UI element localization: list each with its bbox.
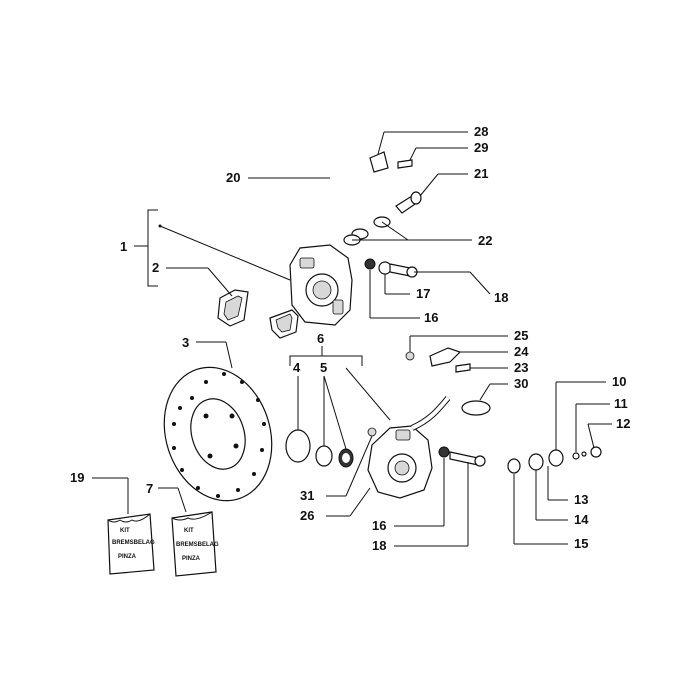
lower-caliper-assembly	[285, 347, 491, 499]
kit-left-line2: BREMSBELAG	[112, 540, 155, 546]
part-11	[581, 451, 587, 457]
washer-16-lower	[438, 446, 450, 458]
kit-card-right: KIT BREMSBELAG PINZA	[171, 511, 219, 577]
leader-lines	[92, 131, 612, 547]
nut-25	[405, 351, 415, 361]
kit-right-line1: KIT	[184, 528, 194, 534]
hose-clamp-30	[461, 400, 491, 416]
bracket-24	[429, 347, 462, 367]
callout-29: 29	[474, 140, 488, 155]
callout-17: 17	[416, 286, 430, 301]
part-15	[507, 458, 521, 474]
part-12	[590, 446, 602, 458]
callout-2: 2	[152, 260, 159, 275]
bleeder-cap	[369, 151, 389, 173]
callout-18-lower: 18	[372, 538, 386, 553]
callout-3: 3	[182, 335, 189, 350]
callout-21: 21	[474, 166, 488, 181]
callout-28: 28	[474, 124, 488, 139]
callout-labels: 1 2 3 4 5 6 7 10 11 12 13 14 15 16 16 17…	[70, 124, 630, 553]
callout-14: 14	[574, 512, 589, 527]
part-14	[528, 453, 544, 471]
callout-16-upper: 16	[424, 310, 438, 325]
callout-26: 26	[300, 508, 314, 523]
screw-23	[455, 363, 471, 373]
callout-18-upper: 18	[494, 290, 508, 305]
callout-7: 7	[146, 481, 153, 496]
brake-pads	[217, 289, 299, 339]
callout-25: 25	[514, 328, 528, 343]
callout-10: 10	[612, 374, 626, 389]
callout-20: 20	[226, 170, 240, 185]
part-10	[572, 452, 580, 460]
callout-5: 5	[320, 360, 327, 375]
piston-seal-a	[315, 445, 333, 467]
callout-16-lower: 16	[372, 518, 386, 533]
bleed-valve-assembly	[507, 446, 602, 474]
callout-22: 22	[478, 233, 492, 248]
washer-16-upper	[364, 258, 376, 270]
pin-18-lower	[449, 451, 479, 466]
kit-left-line3: PINZA	[118, 554, 137, 560]
callout-11: 11	[614, 396, 628, 411]
part-13	[548, 449, 564, 467]
callout-31: 31	[300, 488, 314, 503]
washer-17	[378, 261, 392, 275]
kit-card-left: KIT BREMSBELAG PINZA	[107, 513, 155, 575]
bleeder-screw	[397, 159, 413, 169]
dust-seal-ring	[285, 429, 311, 463]
callout-1: 1	[120, 239, 127, 254]
kit-right-line2: BREMSBELAG	[176, 542, 219, 548]
callout-24: 24	[514, 344, 529, 359]
washer-31	[367, 427, 377, 437]
callout-30: 30	[514, 376, 528, 391]
callout-19: 19	[70, 470, 84, 485]
kit-left-line1: KIT	[120, 528, 130, 534]
callout-13: 13	[574, 492, 588, 507]
brake-disc	[163, 366, 273, 502]
callout-23: 23	[514, 360, 528, 375]
kit-right-line3: PINZA	[182, 556, 201, 562]
callout-4: 4	[293, 360, 301, 375]
callout-12: 12	[616, 416, 630, 431]
callout-15: 15	[574, 536, 588, 551]
callout-6: 6	[317, 331, 324, 346]
